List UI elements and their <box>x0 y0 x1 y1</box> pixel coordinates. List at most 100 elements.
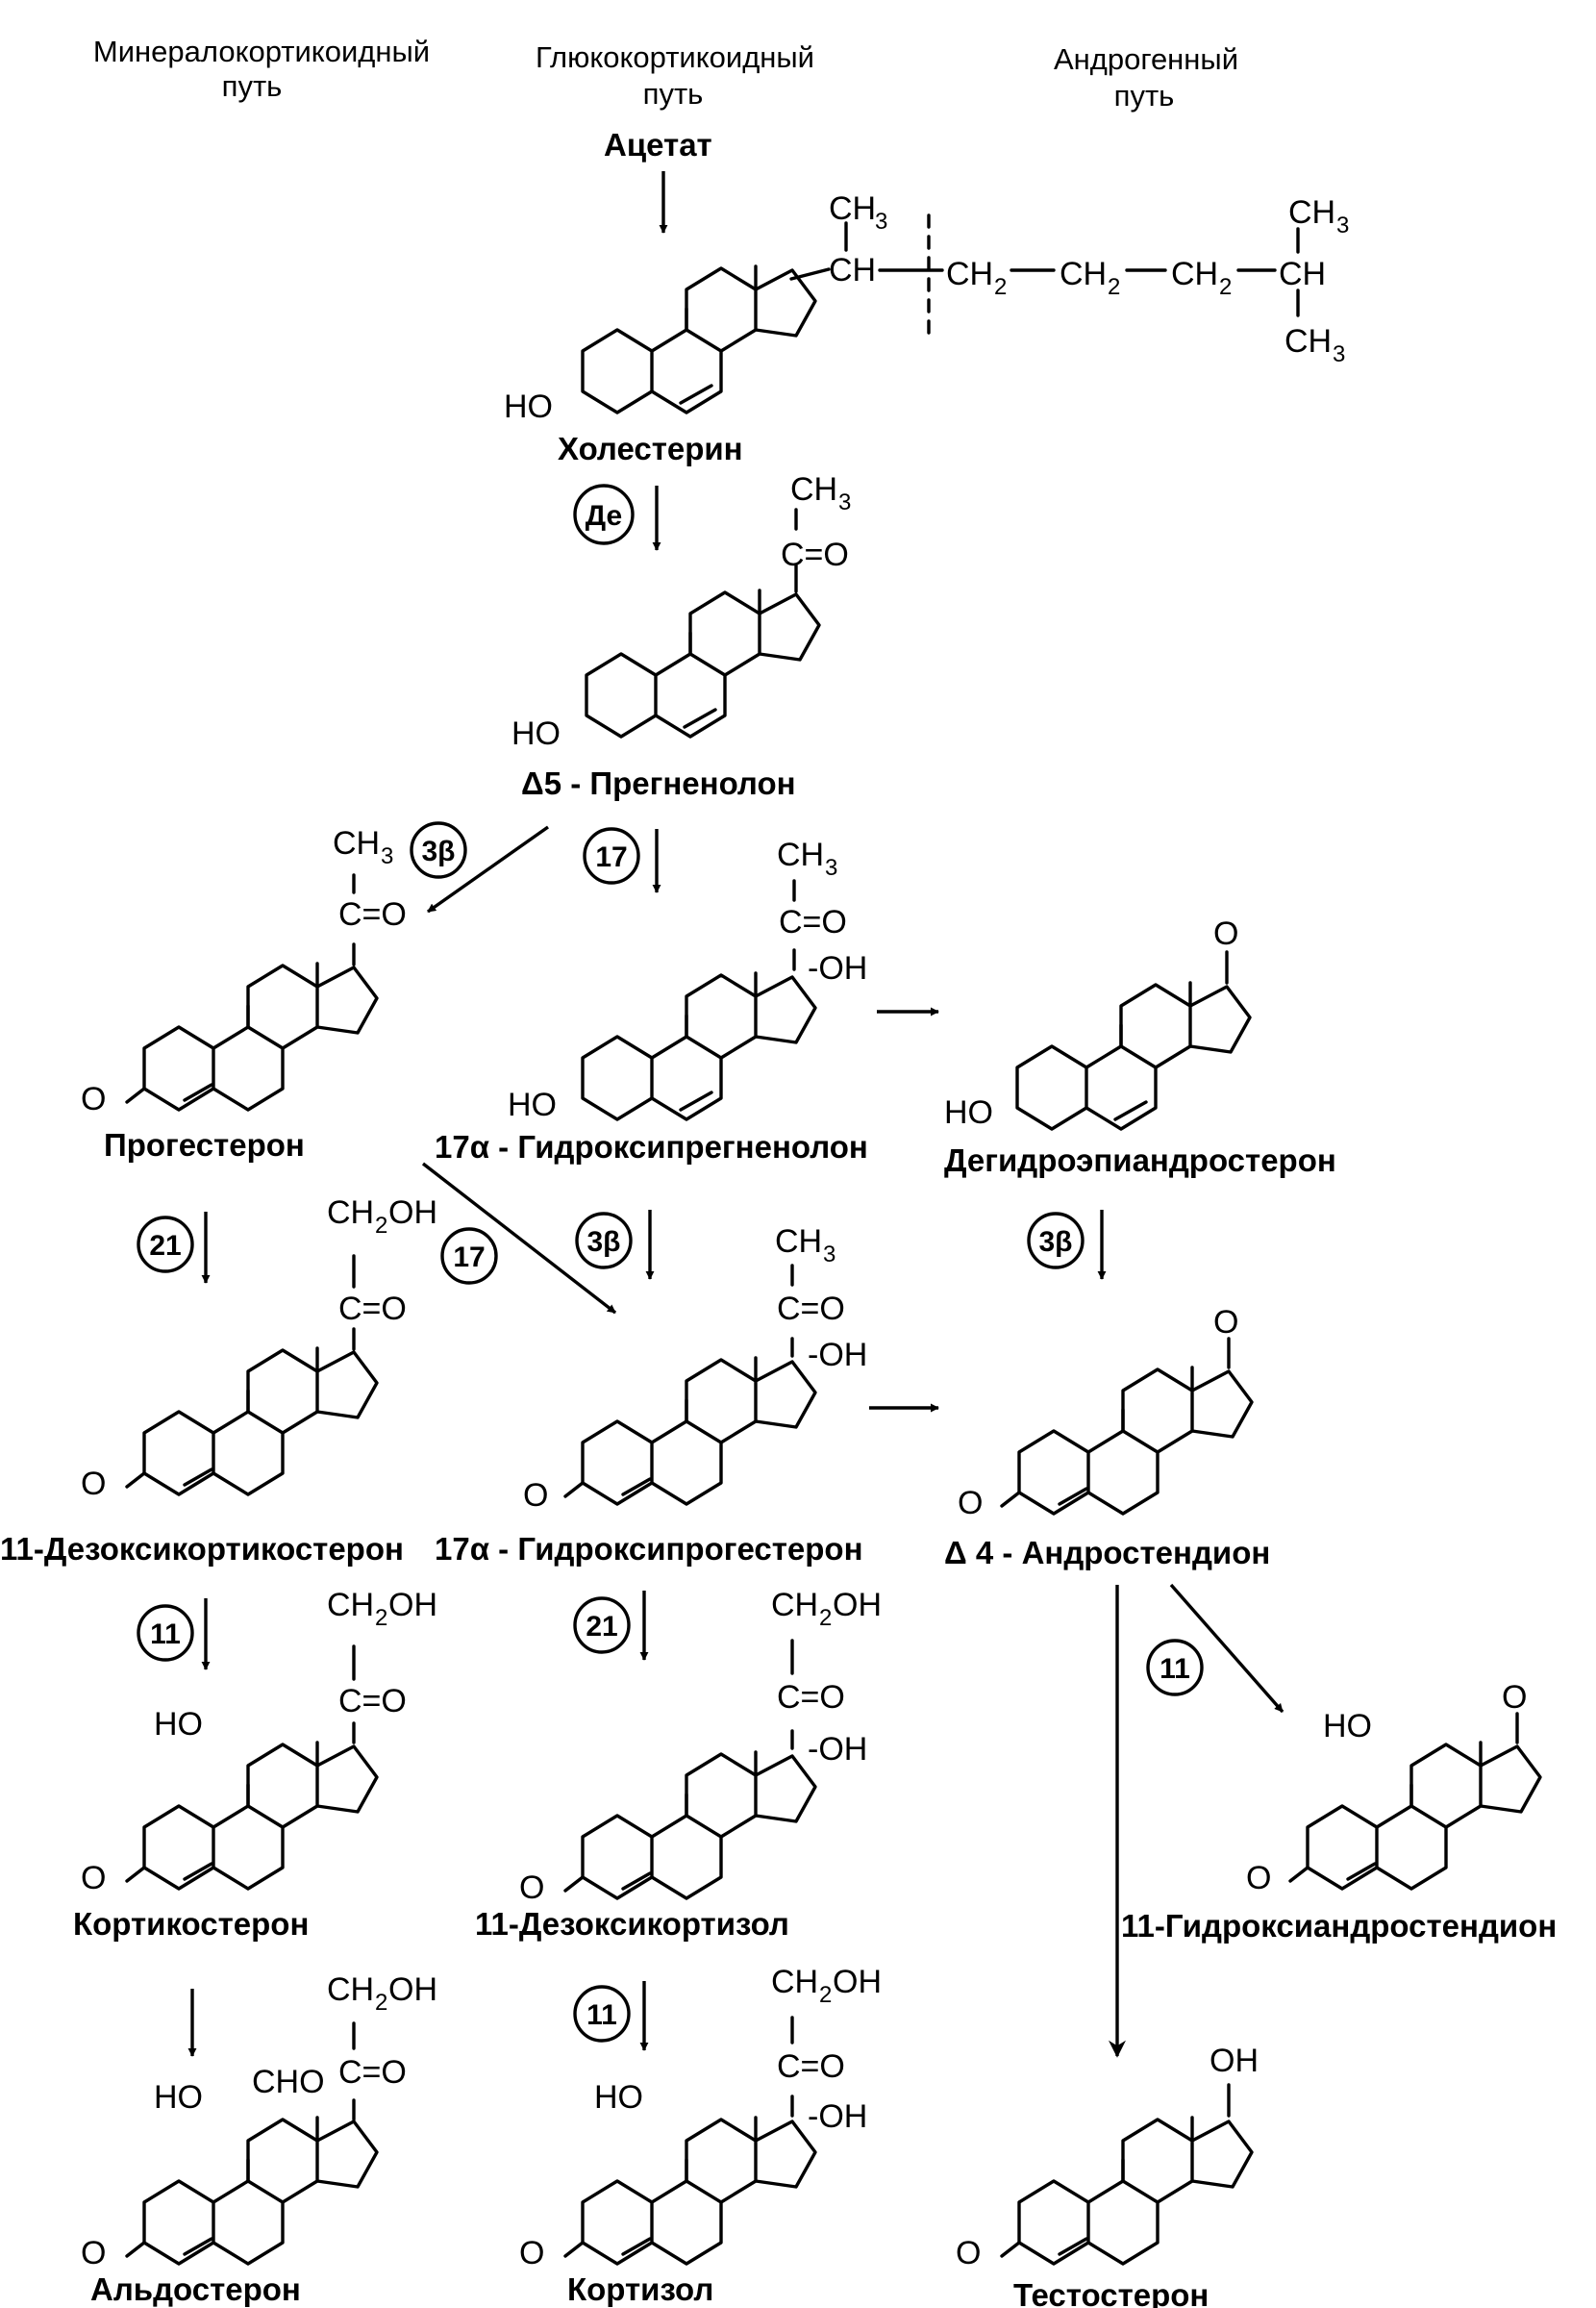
chol-c27-ch3: CH <box>1284 323 1332 360</box>
label-acetate: Ацетат <box>604 127 712 163</box>
label-17ohpregnenolone: 17α - Гидроксипрегненолон <box>435 1129 868 1165</box>
enzyme-3b-1-label: 3β <box>422 836 456 867</box>
androstenedione-core <box>1000 1366 1254 1516</box>
label-corticosterone: Кортикостерон <box>73 1906 309 1942</box>
enzyme-17-2: 17 <box>440 1227 498 1285</box>
dhea-ho: HO <box>944 1094 993 1131</box>
chol-ch2-c: CH <box>1171 256 1218 292</box>
aldo-ch2oh-sub: 2 <box>375 1990 387 2016</box>
chol-bond-c17-c20 <box>789 267 831 281</box>
label-deoxycorticosterone: 11-Дезоксикортикостерон <box>0 1531 404 1567</box>
corticosterone-o: O <box>81 1860 106 1896</box>
header-gluco-line1: Глюкокортикоидный <box>536 40 814 74</box>
enzyme-11-2-circle <box>1146 1639 1204 1696</box>
enzyme-17-1: 17 <box>583 827 640 885</box>
header-andro-line2: путь <box>1114 79 1175 113</box>
aldosterone-core <box>125 2116 379 2266</box>
11ohandro-o3: O <box>1246 1860 1271 1896</box>
aldosterone-o: O <box>81 2235 106 2271</box>
cortisol-oh: -OH <box>808 2098 867 2135</box>
cort-ch2oh-oh: OH <box>388 1587 437 1623</box>
chol-c21-sub: 3 <box>875 209 887 235</box>
dcort-ch2oh-oh: OH <box>833 1587 882 1623</box>
cortisol-o: O <box>519 2235 544 2271</box>
enzyme-11-1: 11 <box>137 1604 194 1662</box>
cortisol-co: C=O <box>777 2048 845 2085</box>
chol-c26-ch3: CH <box>1288 194 1335 231</box>
enzyme-21-2-circle <box>573 1596 631 1654</box>
enzyme-17-1-label: 17 <box>595 841 627 873</box>
enzyme-3b-3-label: 3β <box>1039 1226 1073 1258</box>
structure-corticosterone: O HO C=O CH 2 OH <box>81 1587 437 1896</box>
chol-c27-sub: 3 <box>1333 341 1345 367</box>
enzyme-11-2: 11 <box>1146 1639 1204 1696</box>
enzyme-de: Де <box>573 484 635 545</box>
testosterone-oh: OH <box>1209 2043 1259 2079</box>
enzyme-de-label: Де <box>586 500 622 532</box>
dhea-o: O <box>1213 916 1238 952</box>
structure-testosterone: O OH <box>956 2043 1259 2271</box>
label-deoxycortisol: 11-Дезоксикортизол <box>475 1906 789 1942</box>
cort-ch2oh-sub: 2 <box>375 1605 387 1631</box>
label-11ohandrostenedione: 11-Гидроксиандростендион <box>1121 1908 1557 1944</box>
doc-ch2oh-sub: 2 <box>375 1213 387 1239</box>
pregnenolone-core <box>585 589 821 739</box>
arrow-androstenedione-11ohandro <box>1169 1583 1284 1714</box>
deoxycortisol-core <box>563 1750 817 1900</box>
enzyme-3b-3: 3β <box>1027 1212 1085 1269</box>
dcort-oh: -OH <box>808 1731 867 1768</box>
label-pregnenolone: Δ5 - Прегненолон <box>521 765 796 801</box>
enzyme-21-2-label: 21 <box>586 1611 617 1643</box>
preg-ch3: CH <box>790 471 837 508</box>
structure-deoxycorticosterone: O C=O CH 2 OH <box>81 1194 437 1502</box>
structure-cholesterol: HO CH CH 3 CH 2 CH 2 CH 2 CH CH 3 CH 3 <box>504 190 1349 425</box>
prog-ch3-sub: 3 <box>381 843 393 869</box>
label-dhea: Дегидроэпиандростерон <box>944 1142 1336 1178</box>
cortisol-ch2oh-oh: OH <box>833 1964 882 2000</box>
11ohandro-o17: O <box>1502 1679 1527 1716</box>
cortisol-ch2oh-sub: 2 <box>819 1982 832 2008</box>
17ohprog-co: C=O <box>777 1291 845 1327</box>
structure-11ohandrostenedione: O HO O <box>1246 1679 1542 1896</box>
aldo-ch2oh-ch: CH <box>327 1971 374 2008</box>
progesterone-core <box>125 962 379 1112</box>
11ohandro-ho: HO <box>1323 1708 1372 1744</box>
11ohandro-core <box>1288 1741 1542 1891</box>
structure-dhea: HO O <box>944 916 1252 1131</box>
pregnenolone-ho: HO <box>511 715 561 752</box>
deoxycortisol-o: O <box>519 1869 544 1906</box>
chol-c25-ch: CH <box>1279 256 1326 292</box>
structure-pregnenolone: HO C=O CH 3 <box>511 471 851 752</box>
enzyme-11-1-circle <box>137 1604 194 1662</box>
enzyme-21-1: 21 <box>137 1216 194 1273</box>
enzyme-11-3-label: 11 <box>586 1999 617 2031</box>
structure-progesterone: O C=O CH 3 <box>81 825 407 1117</box>
structure-aldosterone: O HO CHO C=O CH 2 OH <box>81 1971 437 2271</box>
chol-c20-ch: CH <box>829 252 876 288</box>
17ohprog-o: O <box>523 1477 548 1514</box>
testosterone-core <box>1000 2116 1254 2266</box>
17ohpreg-core <box>581 971 817 1121</box>
doc-co: C=O <box>338 1291 407 1327</box>
prog-co: C=O <box>338 896 407 933</box>
enzyme-11-2-label: 11 <box>1160 1653 1190 1685</box>
corticosterone-core <box>125 1741 379 1891</box>
enzyme-3b-2: 3β <box>575 1212 633 1269</box>
17ohpreg-ch3-sub: 3 <box>825 855 837 881</box>
enzyme-3b-1-circle <box>410 821 467 879</box>
dcort-ch2oh-sub: 2 <box>819 1605 832 1631</box>
17ohpreg-co: C=O <box>779 904 847 941</box>
17ohpreg-oh: -OH <box>808 950 867 987</box>
label-aldosterone: Альдостерон <box>90 2271 301 2307</box>
structure-17ohprogesterone: O C=O CH 3 -OH <box>523 1223 867 1514</box>
enzyme-17-2-circle <box>440 1227 498 1285</box>
chol-ch2-c-sub: 2 <box>1219 274 1232 300</box>
chol-c21-ch3: CH <box>829 190 876 227</box>
header-mineral-line2: путь <box>222 69 283 103</box>
enzyme-17-2-label: 17 <box>453 1242 485 1273</box>
corticosterone-ho: HO <box>154 1706 203 1743</box>
chol-ch2-b-sub: 2 <box>1108 274 1120 300</box>
enzyme-3b-2-label: 3β <box>587 1226 621 1258</box>
enzyme-21-2: 21 <box>573 1596 631 1654</box>
